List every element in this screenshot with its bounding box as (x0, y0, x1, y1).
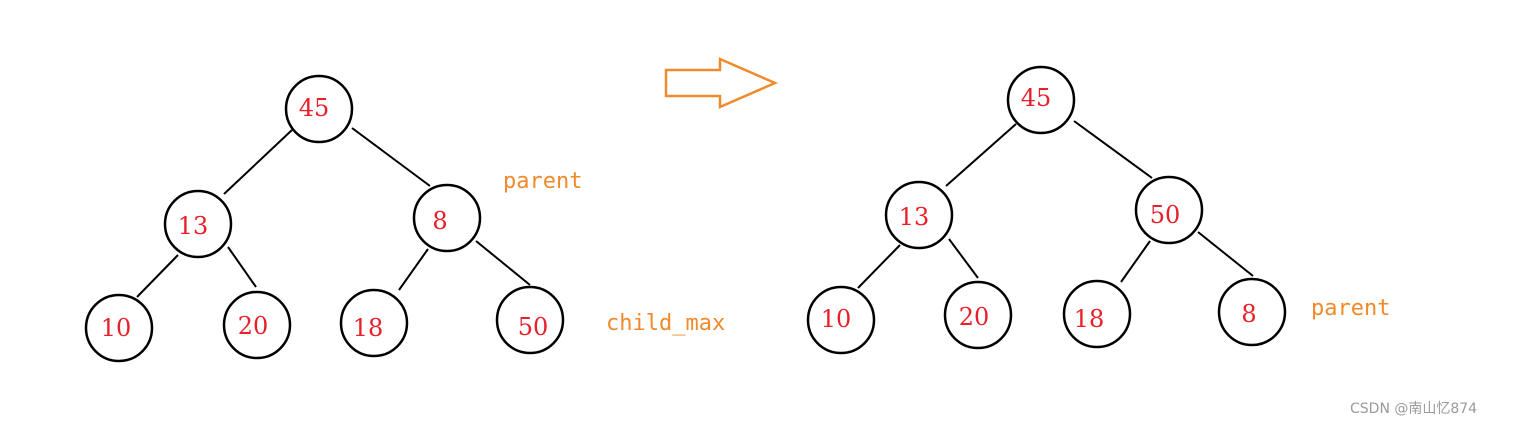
node-value: 10 (101, 314, 132, 342)
edge (1073, 120, 1153, 179)
edge (1120, 240, 1151, 283)
node-value: 13 (899, 203, 930, 231)
tree-after: 45 13 50 10 20 18 8 parent (806, 65, 1390, 355)
tree-node: 13 (884, 180, 954, 250)
parent-label: parent (503, 169, 582, 194)
tree-node: 45 (284, 74, 354, 144)
tree-before: 45 13 8 10 20 18 50 parent child_max (84, 74, 725, 363)
node-value: 20 (238, 312, 269, 340)
tree-node: 50 (1134, 175, 1204, 245)
edge (223, 129, 293, 195)
tree-node: 18 (339, 288, 409, 358)
edge (1197, 231, 1254, 277)
node-value: 45 (299, 94, 330, 122)
edge (475, 240, 531, 286)
tree-node: 20 (222, 290, 292, 360)
node-value: 45 (1021, 84, 1052, 112)
edge (857, 244, 901, 289)
node-value: 50 (518, 313, 549, 341)
tree-node: 50 (495, 285, 565, 355)
node-value: 18 (353, 314, 384, 342)
edge (136, 254, 179, 298)
tree-node: 45 (1006, 65, 1076, 135)
parent-label: parent (1311, 296, 1390, 321)
edge (945, 123, 1017, 187)
node-value: 13 (178, 212, 209, 240)
tree-node: 18 (1062, 279, 1132, 349)
node-value: 8 (432, 207, 447, 235)
tree-node: 10 (806, 285, 876, 355)
node-value: 50 (1150, 201, 1181, 229)
watermark: CSDN @南山忆874 (1350, 401, 1478, 417)
node-value: 20 (959, 303, 990, 331)
edge (227, 246, 257, 288)
tree-node: 20 (943, 280, 1013, 350)
node-value: 8 (1241, 300, 1256, 328)
child-max-label: child_max (606, 311, 725, 336)
node-value: 10 (821, 305, 852, 333)
tree-node: 13 (163, 189, 233, 259)
node-value: 18 (1074, 305, 1105, 333)
edge (398, 248, 429, 291)
tree-node: 8 (412, 183, 482, 253)
edge (351, 127, 431, 187)
edge (948, 238, 979, 279)
right-arrow-icon (664, 57, 779, 109)
tree-node: 8 (1217, 277, 1287, 347)
tree-node: 10 (84, 293, 154, 363)
